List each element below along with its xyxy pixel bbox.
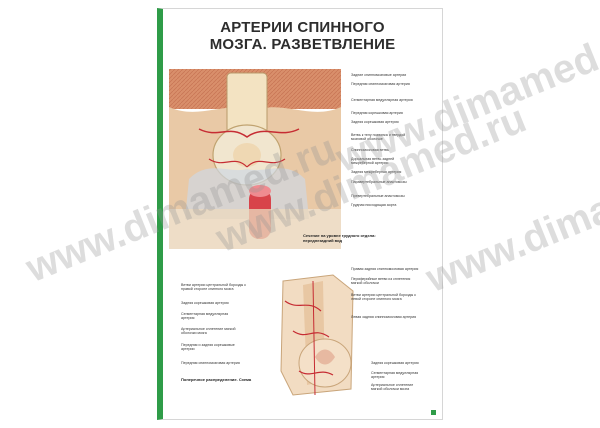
top-label: Задняя корешковая артерия bbox=[351, 120, 399, 124]
bottom-left-label: Сегментарная медуллярная артерия bbox=[181, 312, 229, 320]
logo-icon bbox=[431, 410, 436, 415]
bottom-left-label: Ветви артерии центральной борозды к прав… bbox=[181, 283, 246, 291]
bottom-right-label: Ветви артерии центральной борозды к лево… bbox=[351, 293, 416, 301]
bottom-right-label: Задняя корешковая артерия bbox=[371, 361, 419, 365]
publisher-logo bbox=[431, 410, 436, 415]
spinal-cord-cross-section-illustration bbox=[280, 274, 354, 396]
top-label: Передняя корешковая артерия bbox=[351, 111, 403, 115]
bottom-left-label: Передняя спинномозговая артерия bbox=[181, 361, 240, 365]
bottom-left-label: Задняя корешковая артерия bbox=[181, 301, 229, 305]
bottom-left-label: Передняя и задняя корешковые артерии bbox=[181, 343, 235, 351]
bottom-right-label: Сегментарная медуллярная артерия bbox=[371, 371, 419, 379]
top-label: Превертебральные анастомозы bbox=[351, 194, 405, 198]
bottom-right-label: Левая задняя спинномозговая артерия bbox=[351, 315, 417, 319]
top-label: Спинномозговая ветвь bbox=[351, 148, 389, 152]
watermark: www.dimamed.ru bbox=[420, 136, 600, 301]
title-line-2: МОЗГА. РАЗВЕТВЛЕНИЕ bbox=[209, 36, 396, 53]
spine-section-illustration bbox=[169, 69, 341, 249]
poster-title: АРТЕРИИ СПИННОГО МОЗГА. РАЗВЕТВЛЕНИЕ bbox=[163, 19, 442, 53]
top-label: Грудная нисходящая аорта bbox=[351, 203, 397, 207]
top-label: Передняя спинномозговая артерия bbox=[351, 82, 410, 86]
bottom-right-label: Правая задняя спинномозговая артерия bbox=[351, 267, 419, 271]
bottom-right-label: Периферийные ветви из сплетения мягкой о… bbox=[351, 277, 411, 285]
bottom-right-label: Артериальное сплетение мягкой оболочки м… bbox=[371, 383, 414, 391]
top-label: Дорсальная ветвь задней межреберной арте… bbox=[351, 157, 395, 165]
top-label: Задние спинномозговые артерии bbox=[351, 73, 407, 77]
top-label: Ветвь к телу позвонка и твердой мозговой… bbox=[351, 133, 406, 141]
bottom-caption: Поперечное распределение. Схема bbox=[181, 377, 252, 382]
title-line-1: АРТЕРИИ СПИННОГО bbox=[220, 19, 385, 36]
poster: АРТЕРИИ СПИННОГО МОЗГА. РАЗВЕТВЛЕНИЕ Зад… bbox=[157, 8, 443, 420]
section-caption: Сечение на уровне грудного отдела: перед… bbox=[303, 233, 376, 243]
top-label: Паравертебральные анастомозы bbox=[351, 180, 407, 184]
top-label: Сегментарная медуллярная артерия bbox=[351, 98, 413, 102]
top-label: Задняя межреберная артерия bbox=[351, 170, 402, 174]
bottom-left-label: Артериальное сплетение мягкой оболочки м… bbox=[181, 327, 236, 335]
